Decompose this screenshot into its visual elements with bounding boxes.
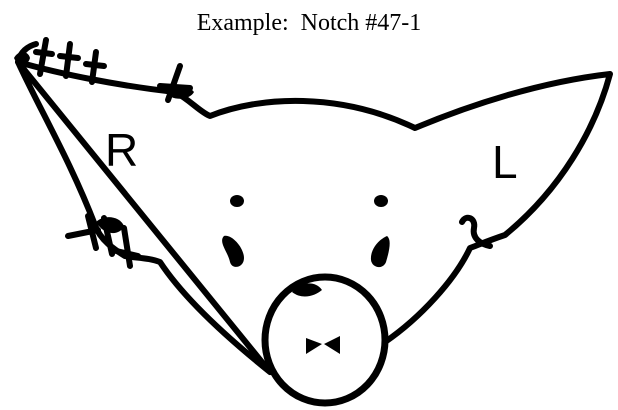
- left-eyebrow-dot: [374, 195, 388, 207]
- notch-mark: [109, 247, 141, 259]
- figure-caption: Example: Notch #47-1: [196, 10, 422, 36]
- notch-mark: [85, 213, 99, 251]
- right-ear-top-notch-blot: [165, 86, 194, 99]
- right-eyebrow-dot: [230, 195, 244, 207]
- notch-mark: [57, 41, 81, 79]
- right-ear-tip-blot: [14, 52, 30, 65]
- snout: [261, 273, 389, 407]
- right-ear-bottom-notch-blot: [96, 217, 124, 234]
- left-ear-label: L: [492, 136, 518, 188]
- right-eye: [222, 235, 244, 267]
- left-ear-fold: [459, 214, 493, 249]
- notch-mark: [33, 37, 55, 77]
- nostril-left: [306, 338, 322, 354]
- nostril-right: [324, 336, 340, 354]
- notch-mark: [121, 225, 133, 269]
- right-ear-bottom-notches: [65, 213, 141, 269]
- right-ear-label: R: [105, 124, 138, 176]
- left-eye: [370, 236, 390, 268]
- snout-shadow: [292, 283, 322, 297]
- notch-mark: [83, 49, 107, 85]
